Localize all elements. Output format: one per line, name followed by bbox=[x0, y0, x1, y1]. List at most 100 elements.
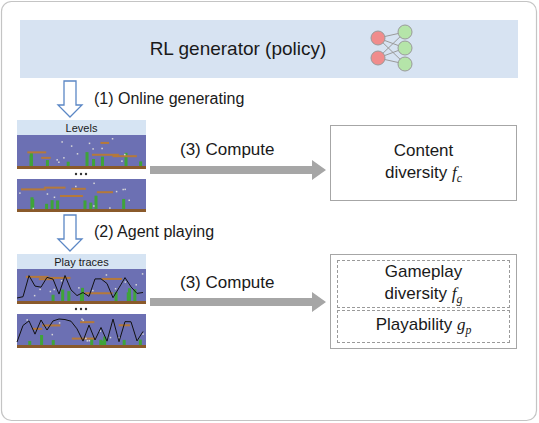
ellipsis-dot bbox=[75, 173, 77, 175]
brick-row bbox=[92, 154, 119, 156]
pipe bbox=[30, 155, 33, 166]
play-trace bbox=[17, 276, 143, 298]
pipe bbox=[81, 288, 84, 301]
coin bbox=[61, 141, 63, 143]
ellipsis-dot bbox=[85, 173, 87, 175]
pipe bbox=[102, 341, 105, 345]
node-label: Play traces bbox=[54, 256, 108, 268]
metric-group: Gameplay diversity fgPlayability gp bbox=[330, 254, 517, 349]
brick-row bbox=[60, 195, 83, 197]
pipe bbox=[46, 160, 49, 166]
coin bbox=[93, 205, 95, 207]
trace-panel: Play traces bbox=[17, 254, 146, 348]
pipe bbox=[125, 153, 128, 166]
level-ground bbox=[17, 345, 146, 348]
pipe bbox=[61, 290, 64, 301]
coin bbox=[110, 337, 112, 339]
coin bbox=[59, 322, 61, 324]
ellipsis-dot bbox=[85, 308, 87, 310]
coin bbox=[58, 161, 60, 163]
math-subscript: p bbox=[465, 323, 471, 337]
pipe bbox=[40, 335, 43, 345]
pipe bbox=[139, 161, 142, 166]
coin bbox=[142, 333, 144, 335]
metric-box-dashed: Gameplay diversity fg bbox=[337, 260, 510, 308]
level-panel: Levels bbox=[17, 120, 146, 212]
coin bbox=[77, 153, 79, 155]
coin bbox=[56, 159, 58, 161]
coin bbox=[47, 193, 49, 195]
coin bbox=[109, 207, 111, 209]
generator-band bbox=[20, 20, 518, 78]
coin bbox=[124, 154, 126, 156]
level-strip bbox=[17, 135, 146, 169]
coin bbox=[93, 183, 95, 185]
pipe bbox=[101, 157, 104, 166]
pipe bbox=[56, 200, 59, 209]
ellipsis-dot bbox=[80, 173, 82, 175]
coin bbox=[71, 145, 73, 147]
coin bbox=[89, 340, 91, 342]
brick-row bbox=[44, 187, 66, 189]
coin bbox=[92, 290, 94, 292]
coin bbox=[54, 197, 56, 199]
metric-box-dashed: Playability gp bbox=[337, 310, 510, 343]
pipe bbox=[139, 340, 142, 345]
coin bbox=[116, 191, 118, 193]
coin bbox=[121, 160, 123, 162]
pipe bbox=[52, 340, 55, 345]
coin bbox=[128, 200, 130, 202]
coin bbox=[124, 189, 126, 191]
brick-row bbox=[80, 321, 94, 323]
block-arrow bbox=[58, 215, 82, 251]
coin bbox=[82, 320, 84, 322]
ellipsis-dot bbox=[80, 308, 82, 310]
coin bbox=[78, 287, 80, 289]
pipe bbox=[86, 152, 89, 166]
brick-row bbox=[27, 151, 46, 153]
coin bbox=[50, 291, 52, 293]
edge-label: (3) Compute bbox=[178, 140, 276, 160]
math-subscript: g bbox=[456, 292, 462, 306]
pipe bbox=[92, 159, 95, 166]
node-label: Playability bbox=[376, 315, 453, 334]
coin bbox=[92, 148, 94, 150]
coin bbox=[33, 208, 35, 210]
coin bbox=[106, 274, 108, 276]
pipe bbox=[123, 340, 126, 345]
math-symbol: g bbox=[457, 315, 466, 334]
pipe bbox=[52, 295, 55, 301]
pipe bbox=[45, 204, 48, 209]
coin bbox=[125, 281, 127, 283]
level-art bbox=[17, 135, 146, 348]
pipe bbox=[83, 200, 86, 209]
pipe bbox=[51, 200, 54, 209]
coin bbox=[142, 273, 144, 275]
coin bbox=[52, 334, 54, 336]
coin bbox=[85, 338, 87, 340]
pipe bbox=[28, 341, 31, 345]
edge-label: (2) Agent playing bbox=[92, 223, 216, 241]
node-label: Levels bbox=[66, 122, 98, 134]
ellipsis-dot bbox=[75, 308, 77, 310]
pipe bbox=[30, 152, 33, 166]
pipe bbox=[67, 162, 70, 166]
coin bbox=[122, 189, 124, 191]
neural-net-icon bbox=[371, 25, 412, 71]
pipe bbox=[94, 196, 97, 209]
math-subscript: c bbox=[457, 171, 462, 185]
block-arrow bbox=[58, 81, 82, 117]
pipe bbox=[122, 199, 125, 209]
edge-label: (1) Online generating bbox=[92, 90, 246, 108]
node-label: Gameplay diversity bbox=[385, 262, 463, 303]
coin bbox=[39, 289, 41, 291]
generator-band: RL generator (policy) bbox=[20, 20, 518, 78]
node-label: RL generator (policy) bbox=[150, 38, 327, 60]
compute-arrow bbox=[150, 292, 326, 312]
coin bbox=[115, 288, 117, 290]
brick-row bbox=[102, 278, 122, 280]
coin bbox=[34, 295, 36, 297]
brick-row bbox=[21, 188, 46, 190]
